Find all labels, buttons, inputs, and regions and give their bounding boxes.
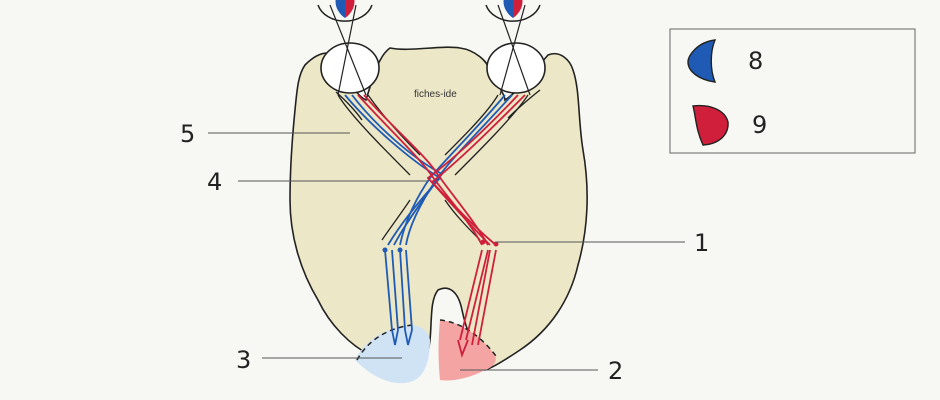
legend-box: 8 9 <box>669 28 916 154</box>
label-1: 1 <box>694 229 709 257</box>
label-3: 3 <box>236 346 251 374</box>
right-eye-outline <box>485 4 541 22</box>
right-cortex-boundary <box>439 319 497 357</box>
right-ray-b <box>499 4 526 96</box>
right-eye <box>485 0 541 22</box>
left-visual-cortex <box>355 325 430 384</box>
right-eye-red-half <box>513 0 523 18</box>
right-visual-cortex <box>438 320 496 381</box>
legend-frame <box>669 28 916 154</box>
leader-lines <box>208 132 685 371</box>
right-inner-contour <box>507 89 541 119</box>
legend-right-field-icon <box>692 104 729 146</box>
right-eye-blue-half <box>503 0 513 18</box>
left-ray-a <box>329 4 367 96</box>
legend-number-9: 9 <box>752 111 767 139</box>
red-visual-pathway <box>357 94 526 358</box>
left-lens <box>320 42 380 94</box>
label-2: 2 <box>608 357 623 385</box>
watermark: fiches-ide <box>414 89 457 100</box>
left-eye-red-half <box>345 0 355 18</box>
left-ray-b <box>337 4 357 96</box>
label-5: 5 <box>180 120 195 148</box>
right-ray-a <box>497 4 531 96</box>
left-eye-blue-half <box>335 0 345 18</box>
right-lens <box>486 42 546 94</box>
left-eye-outline <box>317 4 373 22</box>
blue-synapse-dots <box>382 247 403 253</box>
light-rays <box>329 4 531 96</box>
red-synapse-dots <box>480 239 499 247</box>
brain-outline <box>289 46 588 381</box>
left-eye <box>317 0 373 22</box>
label-4: 4 <box>207 168 222 196</box>
legend-left-field-icon <box>687 39 717 83</box>
legend-number-8: 8 <box>748 47 763 75</box>
